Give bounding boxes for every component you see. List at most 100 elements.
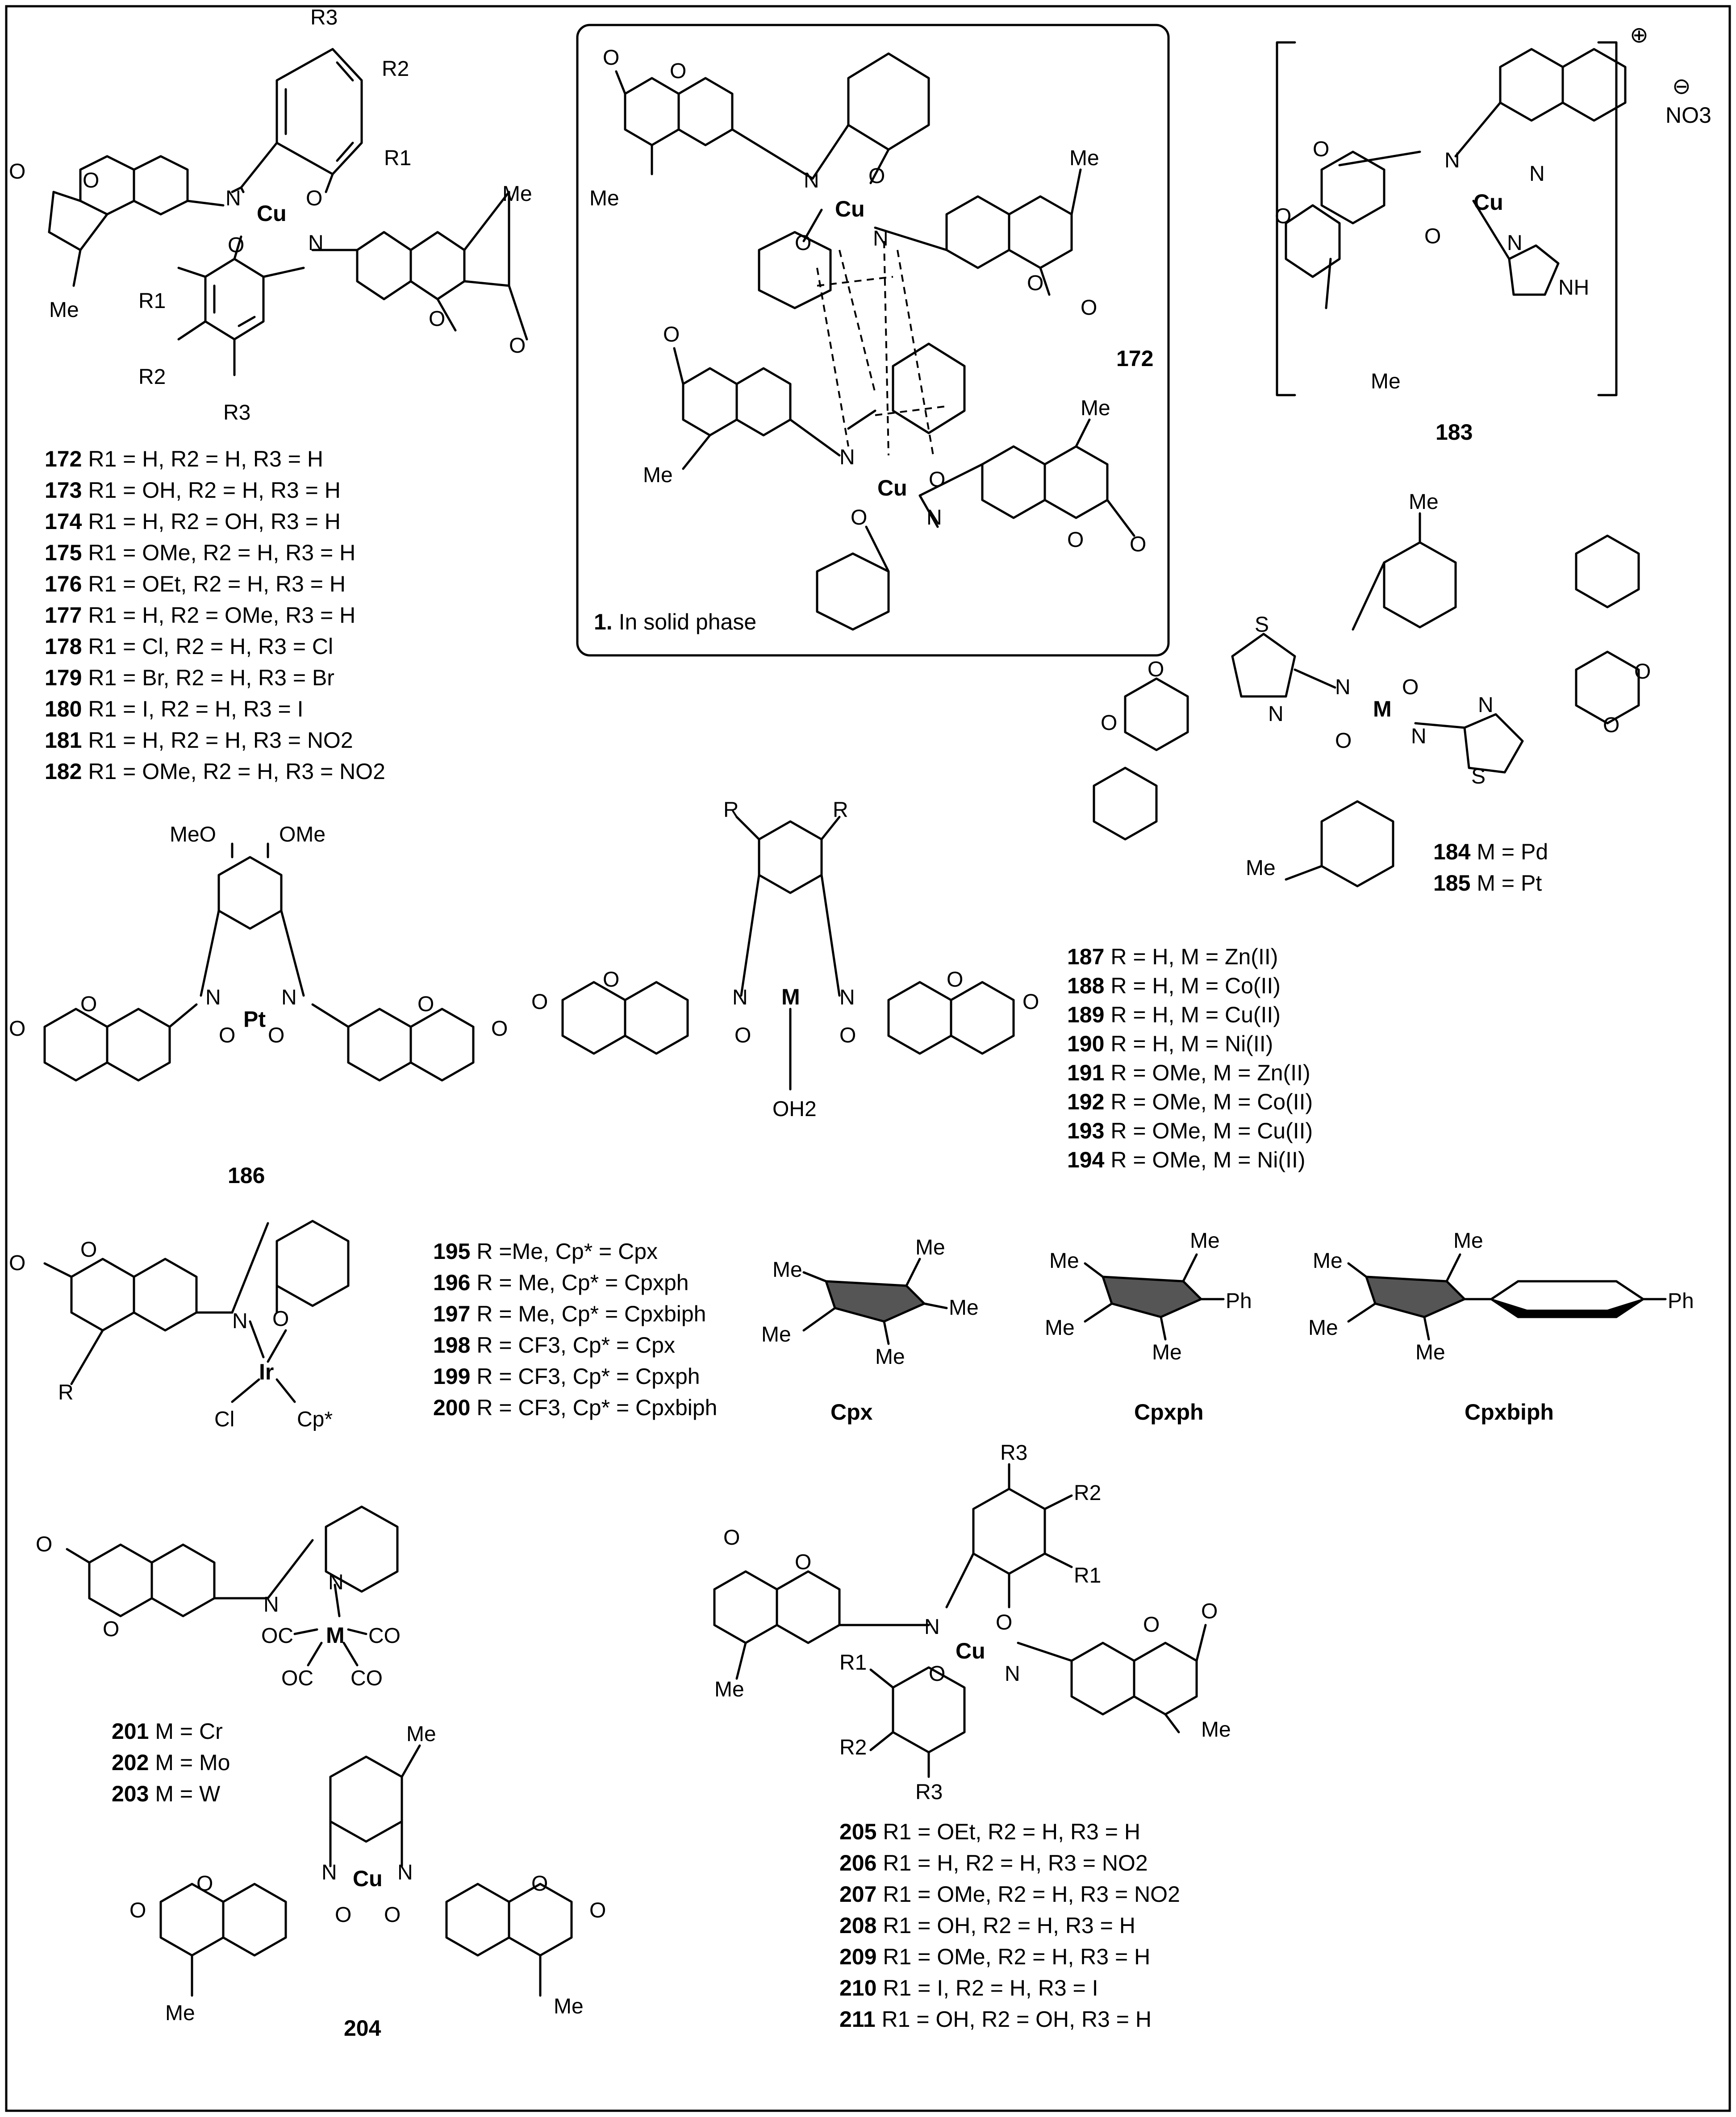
compound-number: 189	[1067, 1002, 1104, 1027]
compound-number: 182	[45, 759, 82, 784]
compound-substituents: R = H, M = Co(II)	[1110, 973, 1281, 998]
me-label: Me	[714, 1678, 744, 1701]
cpxph-label: Cpxph	[1134, 1400, 1204, 1425]
compound-substituents: R1 = H, R2 = OH, R3 = H	[88, 509, 340, 534]
compound-number: 178	[45, 634, 82, 659]
me-label: Me	[406, 1722, 436, 1746]
r3-label: R3	[310, 6, 338, 29]
structure-204: Me N N Cu O O O O O O Me Me 204	[129, 1722, 606, 2041]
n-label: N	[804, 169, 819, 192]
svg-text:180 R1 = I, R2 = H, R3 = I: 180 R1 = I, R2 = H, R3 = I	[45, 696, 304, 721]
cpxbiph-label: Cpxbiph	[1465, 1400, 1554, 1425]
o-label: O	[603, 968, 619, 992]
svg-text:191 R = OMe, M = Zn(II): 191 R = OMe, M = Zn(II)	[1067, 1060, 1310, 1085]
o-label: O	[80, 992, 97, 1016]
me-label: Me	[1152, 1341, 1182, 1364]
svg-text:202 M = Mo: 202 M = Mo	[112, 1750, 230, 1775]
co-label: CO	[368, 1624, 401, 1648]
svg-text:173 R1 = OH, R2 = H, R3 = H: 173 R1 = OH, R2 = H, R3 = H	[45, 478, 341, 503]
compound-substituents: R1 = OH, R2 = OH, R3 = H	[882, 2007, 1152, 2032]
n-label: N	[397, 1861, 413, 1884]
svg-text:181 R1 = H, R2 = H, R3 = NO2: 181 R1 = H, R2 = H, R3 = NO2	[45, 728, 353, 753]
o-label: O	[429, 307, 445, 331]
o-label: O	[929, 1662, 945, 1686]
n-label: N	[1268, 702, 1284, 726]
compound-number: 190	[1067, 1031, 1104, 1056]
o-label: O	[531, 1872, 548, 1896]
ome-label: OMe	[279, 823, 326, 846]
o-label: O	[36, 1533, 52, 1556]
compound-number: 194	[1067, 1147, 1105, 1172]
n-label: N	[328, 1571, 344, 1594]
n-label: N	[232, 1309, 248, 1333]
oh2-label: OH2	[772, 1097, 817, 1121]
me-label: Me	[772, 1258, 802, 1282]
legend-195-200: 195 R =Me, Cp* = Cpx 196 R = Me, Cp* = C…	[433, 1239, 717, 1420]
r2-label: R2	[138, 365, 166, 389]
r1-label: R1	[384, 146, 411, 170]
structure-187-194: R R N N M O O O O O O OH2	[531, 798, 1039, 1121]
o-label: O	[996, 1611, 1012, 1634]
compound-number: 211	[839, 2007, 876, 2032]
o-label: O	[1335, 729, 1352, 753]
compound-number: 205	[839, 1819, 876, 1844]
compound-number: 191	[1067, 1060, 1104, 1085]
compound-number: 204	[344, 2016, 381, 2041]
compound-substituents: R1 = H, R2 = OMe, R3 = H	[88, 603, 355, 628]
o-label: O	[83, 169, 99, 192]
me-label: Me	[589, 187, 619, 210]
o-label: O	[80, 1238, 97, 1262]
n-label: N	[732, 986, 748, 1009]
note-number: 1.	[594, 609, 613, 634]
svg-text:182 R1 = OMe, R2 = H, R3 = NO2: 182 R1 = OMe, R2 = H, R3 = NO2	[45, 759, 385, 784]
n-label: N	[924, 1615, 940, 1639]
o-label: O	[335, 1903, 351, 1927]
svg-text:194 R = OMe, M = Ni(II): 194 R = OMe, M = Ni(II)	[1067, 1147, 1306, 1172]
compound-number: 185	[1433, 871, 1470, 896]
compound-substituents: R1 = OMe, R2 = H, R3 = NO2	[883, 1882, 1180, 1907]
structure-186: MeO OMe N N Pt O O O O O O 186	[9, 823, 508, 1188]
svg-text:1. In solid phase: 1. In solid phase	[594, 609, 756, 634]
svg-text:211 R1 = OH, R2 = OH, R3 = H: 211 R1 = OH, R2 = OH, R3 = H	[839, 2007, 1152, 2032]
compound-substituents: R1 = I, R2 = H, R3 = I	[88, 696, 303, 721]
compound-substituents: R1 = OMe, R2 = H, R3 = H	[883, 1944, 1150, 1969]
o-label: O	[1130, 533, 1146, 556]
compound-number: 197	[433, 1301, 470, 1326]
pt-label: Pt	[243, 1007, 266, 1032]
compound-number: 195	[433, 1239, 470, 1264]
r-label: R	[58, 1381, 74, 1404]
svg-text:207 R1 = OMe, R2 = H, R3 = NO: 207 R1 = OMe, R2 = H, R3 = NO2	[839, 1882, 1180, 1907]
svg-text:193 R = OMe, M = Cu(II): 193 R = OMe, M = Cu(II)	[1067, 1118, 1313, 1143]
n-label: N	[926, 506, 942, 529]
outer-frame	[5, 5, 1731, 2112]
r-label: R	[723, 798, 739, 822]
svg-text:208 R1 = OH, R2 = H, R3 = H: 208 R1 = OH, R2 = H, R3 = H	[839, 1913, 1135, 1938]
o-label: O	[531, 990, 548, 1014]
compound-number: 176	[45, 571, 82, 596]
compound-number: 207	[839, 1882, 876, 1907]
svg-text:205 R1 = OEt, R2 = H, R3 = H: 205 R1 = OEt, R2 = H, R3 = H	[839, 1819, 1140, 1844]
compound-substituents: R1 = Cl, R2 = H, R3 = Cl	[88, 634, 333, 659]
compound-substituents: R1 = Br, R2 = H, R3 = Br	[88, 665, 334, 690]
o-label: O	[1402, 675, 1419, 699]
ph-label: Ph	[1226, 1289, 1252, 1313]
legend-187-194: 187 R = H, M = Zn(II) 188 R = H, M = Co(…	[1067, 944, 1313, 1172]
me-label: Me	[1081, 396, 1110, 420]
compound-number: 199	[433, 1364, 470, 1389]
r1-label: R1	[138, 289, 166, 313]
o-label: O	[1143, 1613, 1160, 1637]
compound-substituents: R = CF3, Cp* = Cpx	[476, 1333, 675, 1358]
oc-label: OC	[261, 1624, 293, 1648]
compound-substituents: R = OMe, M = Zn(II)	[1110, 1060, 1310, 1085]
compound-number: 200	[433, 1395, 470, 1420]
structure-183: ⊕ ⊖ NO3 O N N Cu O O N NH Me 183	[1275, 22, 1711, 445]
compound-substituents: M = Pd	[1477, 839, 1548, 864]
compound-substituents: R1 = OH, R2 = H, R3 = H	[883, 1913, 1135, 1938]
o-label: O	[129, 1899, 146, 1922]
o-label: O	[196, 1872, 213, 1896]
compound-number: 193	[1067, 1118, 1104, 1143]
o-label: O	[1424, 225, 1441, 248]
n-label: N	[263, 1593, 279, 1617]
compound-substituents: R = Me, Cp* = Cpxph	[476, 1270, 689, 1295]
compound-substituents: M = Cr	[155, 1719, 222, 1744]
